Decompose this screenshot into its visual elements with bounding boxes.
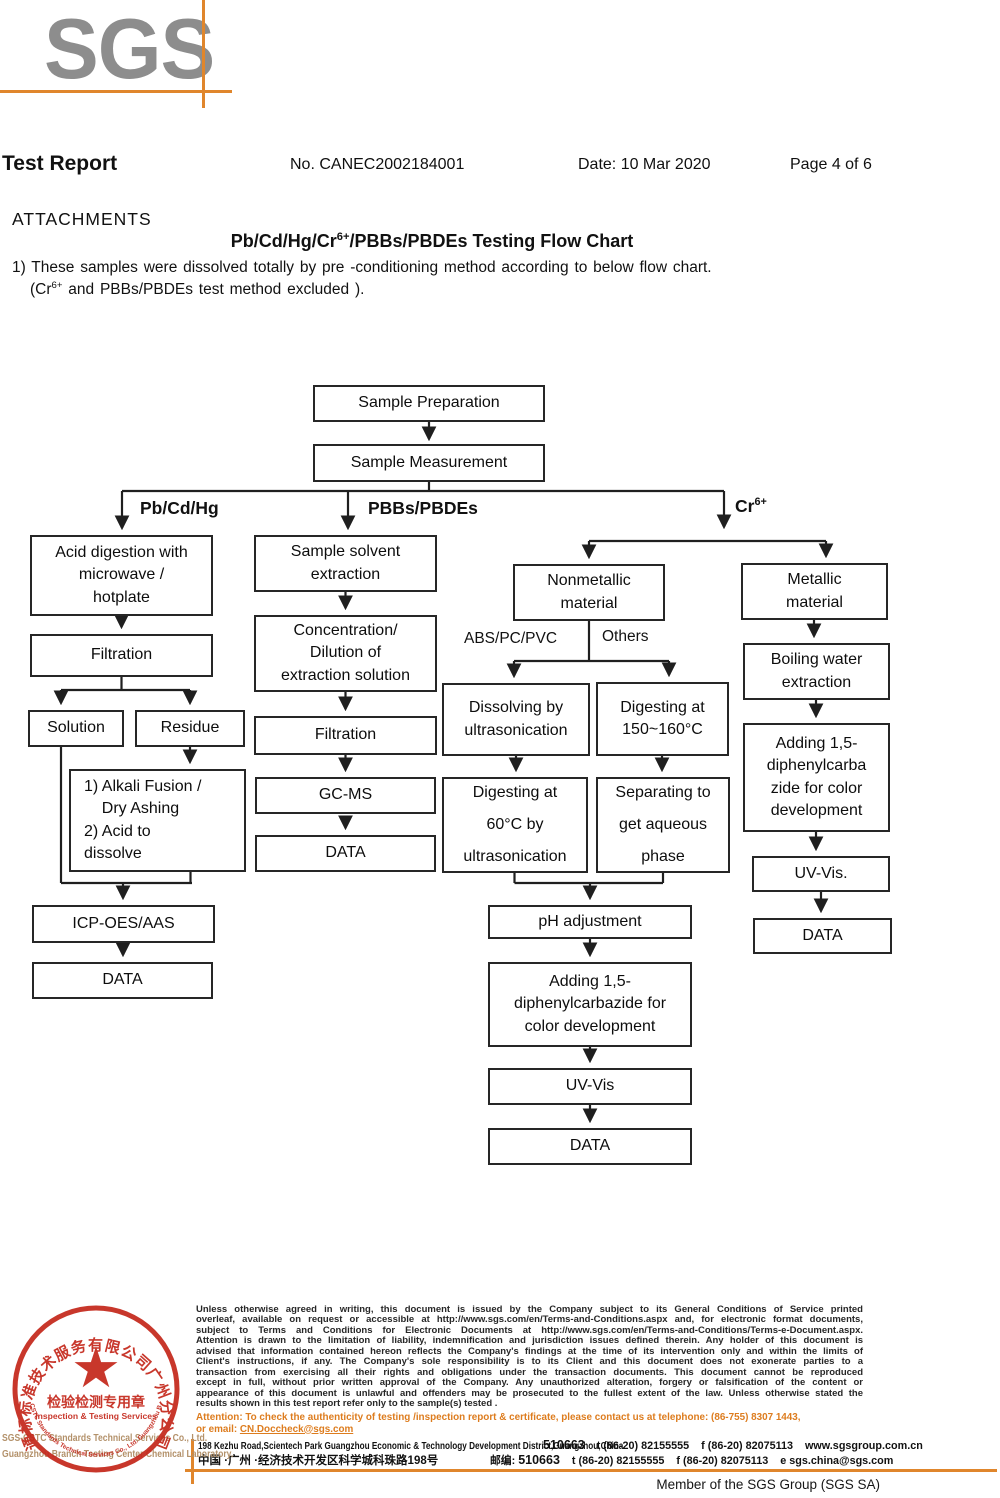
address-cn-street: 中国 ·广州 ·经济技术开发区科学城科珠路198号	[198, 1455, 439, 1467]
note-line-2-pre: (Cr	[30, 281, 52, 299]
legal-line: overleaf, available on request or access…	[196, 1314, 863, 1326]
branch-label-cr6-sup: 6+	[754, 496, 767, 509]
flow-node-adding-diphenylcarbazide-center: Adding 1,5- diphenylcarbazide for color …	[488, 962, 692, 1047]
legal-line: transaction from exercising all their ri…	[196, 1366, 863, 1378]
legal-line: appearance of this document is unlawful …	[196, 1387, 863, 1399]
attention-line-1: Attention: To check the authenticity of …	[196, 1412, 801, 1423]
address-en-street: 198 Kezhu Road,Scientech Park Guangzhou …	[198, 1440, 624, 1452]
sgs-group-member-text: Member of the SGS Group (SGS SA)	[656, 1477, 880, 1492]
address-cn-email: e sgs.china@sgs.com	[780, 1455, 893, 1467]
stamp-ring	[12, 1305, 180, 1473]
logo-vertical-rule	[202, 0, 205, 108]
flow-node-digesting-150-160: Digesting at 150~160°C	[596, 682, 729, 756]
flow-node-nonmetallic-material: Nonmetallic material	[513, 564, 665, 621]
sgs-logo: SGS	[44, 1, 215, 97]
flow-node-data-middle: DATA	[255, 835, 436, 872]
note-line-1: 1) These samples were dissolved totally …	[12, 259, 712, 276]
address-cn-phone: t (86-20) 82155555	[571, 1455, 665, 1467]
flow-node-icp-oes-aas: ICP-OES/AAS	[32, 905, 215, 943]
flow-node-alkali-fusion: 1) Alkali Fusion / Dry Ashing 2) Acid to…	[69, 769, 246, 872]
address-cn-email-value: sgs.china@sgs.com	[789, 1455, 894, 1467]
page-indicator: Page 4 of 6	[790, 156, 872, 173]
attention-line-2: or email: CN.Doccheck@sgs.com	[196, 1424, 872, 1436]
flow-node-filtration-1: Filtration	[30, 634, 213, 677]
flow-node-uv-vis-right: UV-Vis.	[752, 856, 890, 892]
report-title: Test Report	[2, 152, 118, 175]
flow-node-adding-diphenylcarbazide-right: Adding 1,5- diphenylcarba zide for color…	[743, 723, 890, 832]
footer-bottom-rule	[185, 1469, 997, 1472]
label-abs-pc-pvc: ABS/PC/PVC	[464, 630, 558, 647]
address-en-website: www.sgsgroup.com.cn	[805, 1440, 923, 1452]
flow-node-dissolving-ultrasonication: Dissolving by ultrasonication	[442, 683, 590, 756]
note-line-2-post: and PBBs/PBDEs test method excluded ).	[62, 281, 365, 299]
address-cn-zip: 510663	[518, 1453, 560, 1467]
legal-line: Attention is drawn to the limitation of …	[196, 1335, 863, 1347]
flow-node-sample-measurement: Sample Measurement	[313, 444, 545, 482]
flow-node-concentration-dilution: Concentration/ Dilution of extraction so…	[254, 615, 437, 692]
flow-node-boiling-water: Boiling water extraction	[743, 643, 890, 700]
flow-node-uv-vis-center: UV-Vis	[488, 1068, 692, 1105]
flow-node-residue: Residue	[135, 710, 245, 747]
legal-line: subject to Terms and Conditions for Elec…	[196, 1324, 863, 1336]
flow-node-acid-digestion: Acid digestion with microwave / hotplate	[30, 535, 213, 616]
branch-label-pb-cd-hg: Pb/Cd/Hg	[140, 498, 219, 518]
flow-node-filtration-2: Filtration	[254, 716, 437, 755]
attention-email: CN.Doccheck@sgs.com	[239, 1423, 354, 1435]
flow-chart-title-post: /PBBs/PBDEs Testing Flow Chart	[349, 231, 634, 251]
flow-node-digesting-60: Digesting at 60°C by ultrasonication	[442, 777, 588, 873]
flow-node-data-left: DATA	[32, 962, 213, 999]
legal-disclaimer: Unless otherwise agreed in writing, this…	[196, 1304, 863, 1410]
legal-line: Unless otherwise agreed in writing, this…	[196, 1304, 863, 1315]
flow-node-ph-adjustment: pH adjustment	[488, 905, 692, 939]
address-cn-fax: f (86-20) 82075113	[676, 1455, 769, 1467]
branch-label-cr6-pre: Cr	[735, 496, 755, 516]
address-en-fax: f (86-20) 82075113	[701, 1440, 794, 1452]
address-cn-email-label: e	[780, 1455, 787, 1467]
flow-chart-title: Pb/Cd/Hg/Cr6+/PBBs/PBDEs Testing Flow Ch…	[0, 231, 864, 252]
address-en-zip: 510663	[543, 1438, 585, 1452]
label-others: Others	[602, 628, 649, 645]
flow-node-gc-ms: GC-MS	[255, 777, 436, 814]
company-name-line-2: Guangzhou Branch Testing Center Chemical…	[2, 1448, 234, 1460]
flow-node-separating-aqueous: Separating to get aqueous phase	[596, 777, 730, 873]
legal-line: advised that information contained hereo…	[196, 1345, 863, 1357]
legal-line: except in full, without prior written ap…	[196, 1377, 863, 1389]
flow-node-metallic-material: Metallic material	[741, 563, 888, 620]
logo-horizontal-rule	[0, 90, 232, 93]
stamp-cn-text: 检验检测专用章	[47, 1394, 145, 1410]
flow-node-data-center: DATA	[488, 1128, 692, 1165]
legal-line: Client's instructions, if any. The Compa…	[196, 1356, 863, 1368]
flow-node-sample-preparation: Sample Preparation	[313, 385, 545, 422]
stamp-en-text: Inspection & Testing Services	[35, 1411, 157, 1421]
address-cn-zip-label: 邮编:	[490, 1455, 516, 1467]
attention-email-label: or email:	[196, 1423, 240, 1435]
address-row-chinese: 中国 ·广州 ·经济技术开发区科学城科珠路198号 邮编: 510663 t (…	[198, 1452, 893, 1468]
flow-node-data-right: DATA	[753, 918, 892, 954]
branch-label-pbbs-pbdes: PBBs/PBDEs	[368, 498, 478, 518]
flow-chart-title-sup: 6+	[336, 231, 350, 243]
note-line-2-sup: 6+	[51, 280, 63, 291]
address-row-english: 198 Kezhu Road,Scientech Park Guangzhou …	[198, 1438, 923, 1452]
attention-notice: Attention: To check the authenticity of …	[196, 1412, 872, 1435]
report-number: No. CANEC2002184001	[290, 156, 465, 173]
legal-line: results shown in this test report refer …	[196, 1398, 498, 1410]
note-line-2: (Cr6+ and PBBs/PBDEs test method exclude…	[30, 280, 364, 299]
stamp-star-icon: ★	[71, 1336, 121, 1399]
flow-node-solution: Solution	[28, 710, 124, 747]
report-date: Date: 10 Mar 2020	[578, 156, 711, 173]
inspection-stamp: 通标标准技术服务有限公司广州分公司 SGS-CSTC Standards Tec…	[10, 1301, 180, 1473]
branch-label-cr6: Cr6+	[735, 496, 767, 517]
flow-node-solvent-extraction: Sample solvent extraction	[254, 535, 437, 592]
flow-chart-title-pre: Pb/Cd/Hg/Cr	[230, 231, 337, 251]
address-en-phone: t (86-20) 82155555	[596, 1440, 690, 1452]
address-left-rule	[191, 1439, 194, 1484]
attachments-heading: ATTACHMENTS	[12, 209, 152, 229]
